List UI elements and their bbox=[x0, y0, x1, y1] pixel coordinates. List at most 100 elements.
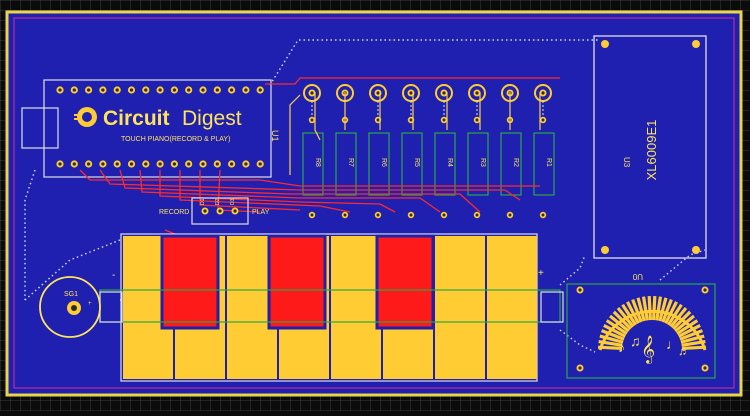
black-key bbox=[267, 234, 327, 330]
led-pad-drill bbox=[442, 91, 446, 95]
header-pin-drill bbox=[203, 209, 207, 213]
header-pin-label: D2 bbox=[215, 198, 221, 205]
resistor-pad-top-drill bbox=[310, 118, 314, 122]
resistor-outline bbox=[500, 132, 522, 196]
arduino-pin-bottom-drill bbox=[86, 162, 91, 166]
white-key bbox=[487, 236, 537, 379]
arduino-pin-bottom-drill bbox=[72, 162, 76, 166]
resistor-pad-top-drill bbox=[376, 118, 380, 122]
resistor-outline bbox=[467, 132, 489, 196]
white-key bbox=[435, 236, 485, 379]
header-pin-label: D3 bbox=[230, 198, 236, 205]
resistor-label: R5 bbox=[413, 158, 420, 167]
arduino-pin-bottom-drill bbox=[58, 162, 62, 166]
arduino-pin-bottom-drill bbox=[158, 162, 162, 166]
resistor-outline bbox=[401, 132, 423, 196]
sunburst-ray bbox=[605, 319, 628, 336]
treble-clef-icon: 𝄞 bbox=[641, 336, 655, 364]
usb-connector-outline bbox=[21, 107, 59, 149]
resistor-pad-bottom-drill bbox=[442, 213, 446, 217]
arduino-pin-top-drill bbox=[129, 88, 134, 92]
touch-piano-keys: + - bbox=[99, 233, 564, 382]
resistor-outline bbox=[434, 132, 456, 196]
resistor-label: R3 bbox=[479, 158, 486, 167]
black-key bbox=[160, 234, 220, 330]
arduino-pin-bottom-drill bbox=[229, 162, 234, 166]
module-pad-bl bbox=[601, 246, 609, 254]
arduino-pin-top-drill bbox=[215, 88, 219, 92]
sunburst-ray bbox=[678, 324, 701, 338]
sunburst-ray bbox=[681, 345, 707, 351]
keepout-outline bbox=[13, 17, 735, 389]
arduino-pin-bottom-drill bbox=[187, 162, 191, 166]
arduino-pin-bottom-drill bbox=[101, 162, 105, 166]
resistor-label: R4 bbox=[446, 158, 453, 167]
music-note-1: ♪ bbox=[618, 339, 625, 355]
sunburst-ray bbox=[601, 329, 625, 341]
black-key bbox=[375, 234, 435, 330]
arduino-pin-top-drill bbox=[144, 88, 148, 92]
resistor-pad-bottom-drill bbox=[541, 213, 545, 217]
header-pin-label: D1 bbox=[200, 198, 206, 205]
led-pad-drill bbox=[541, 91, 545, 95]
arduino-pin-top-drill bbox=[258, 88, 262, 92]
sunburst-ray bbox=[664, 301, 678, 324]
module-pad-br bbox=[692, 246, 700, 254]
u0-outline bbox=[566, 283, 716, 379]
u0-pad-drill bbox=[578, 366, 582, 370]
play-label: PLAY bbox=[252, 209, 270, 216]
circuitdigest-logo: Circuit Digest TOUCH PIANO(RECORD & PLAY… bbox=[74, 107, 242, 143]
led-pad-drill bbox=[409, 91, 413, 95]
resistor-pad-top-drill bbox=[541, 118, 545, 122]
arduino-pin-top-drill bbox=[72, 88, 76, 92]
arduino-pin-top-drill bbox=[58, 88, 62, 92]
record-play-header-pins: D1 D2 D3 bbox=[200, 198, 239, 215]
arduino-pin-top-drill bbox=[115, 88, 119, 92]
resistor-label: R7 bbox=[347, 158, 354, 167]
resistor-outline bbox=[302, 132, 324, 196]
buzzer-plus: + bbox=[88, 301, 92, 307]
resistor-pad-bottom-drill bbox=[409, 213, 413, 217]
sunburst-ray bbox=[661, 299, 673, 323]
logo-subtitle: TOUCH PIANO(RECORD & PLAY) bbox=[121, 136, 230, 143]
resistor-pad-bottom-drill bbox=[475, 213, 479, 217]
sunburst-ray bbox=[641, 296, 649, 321]
record-play-header-outline bbox=[191, 197, 249, 225]
sunburst-ray bbox=[679, 329, 703, 341]
led-pad-drill bbox=[376, 91, 380, 95]
resistor-outline bbox=[368, 132, 390, 196]
arduino-pin-top-drill bbox=[86, 88, 91, 92]
red-traces bbox=[79, 77, 560, 239]
arduino-pin-bottom-drill bbox=[258, 162, 262, 166]
u1-label: U1 bbox=[270, 130, 280, 142]
yellow-traces bbox=[289, 92, 541, 175]
sunburst-arc bbox=[598, 309, 707, 351]
sunburst-ray bbox=[658, 297, 668, 322]
arduino-pin-top-drill bbox=[101, 88, 105, 92]
arduino-header-pins bbox=[56, 86, 264, 168]
arduino-pin-bottom-drill bbox=[172, 162, 177, 166]
arduino-pin-bottom-drill bbox=[201, 162, 205, 166]
arduino-pin-bottom-drill bbox=[115, 162, 119, 166]
logo-brand-digest: Digest bbox=[182, 107, 242, 130]
resistor-pad-top-drill bbox=[475, 118, 479, 122]
arduino-pin-bottom-drill bbox=[144, 162, 148, 166]
arduino-pin-top-drill bbox=[187, 88, 191, 92]
module-ref-label: U3 bbox=[622, 157, 631, 168]
arduino-pin-top-drill bbox=[158, 88, 162, 92]
music-note-4: ♬ bbox=[678, 344, 690, 358]
xl6009e1-module: XL6009E1 U3 bbox=[593, 35, 707, 259]
record-label: RECORD bbox=[159, 209, 189, 216]
logo-brand-circuit: Circuit bbox=[103, 107, 170, 130]
resistor-pad-bottom-drill bbox=[376, 213, 380, 217]
u0-music-logo: U0 ♪ ♫ 𝄞 ♩ ♬ bbox=[566, 272, 716, 379]
arduino-pin-top-drill bbox=[244, 88, 248, 92]
arduino-pin-bottom-drill bbox=[129, 162, 134, 166]
piano-plus-label: + bbox=[538, 268, 544, 279]
sunburst-ray bbox=[631, 299, 643, 323]
u0-pad-drill bbox=[703, 366, 707, 370]
sunburst-ray bbox=[621, 303, 638, 326]
